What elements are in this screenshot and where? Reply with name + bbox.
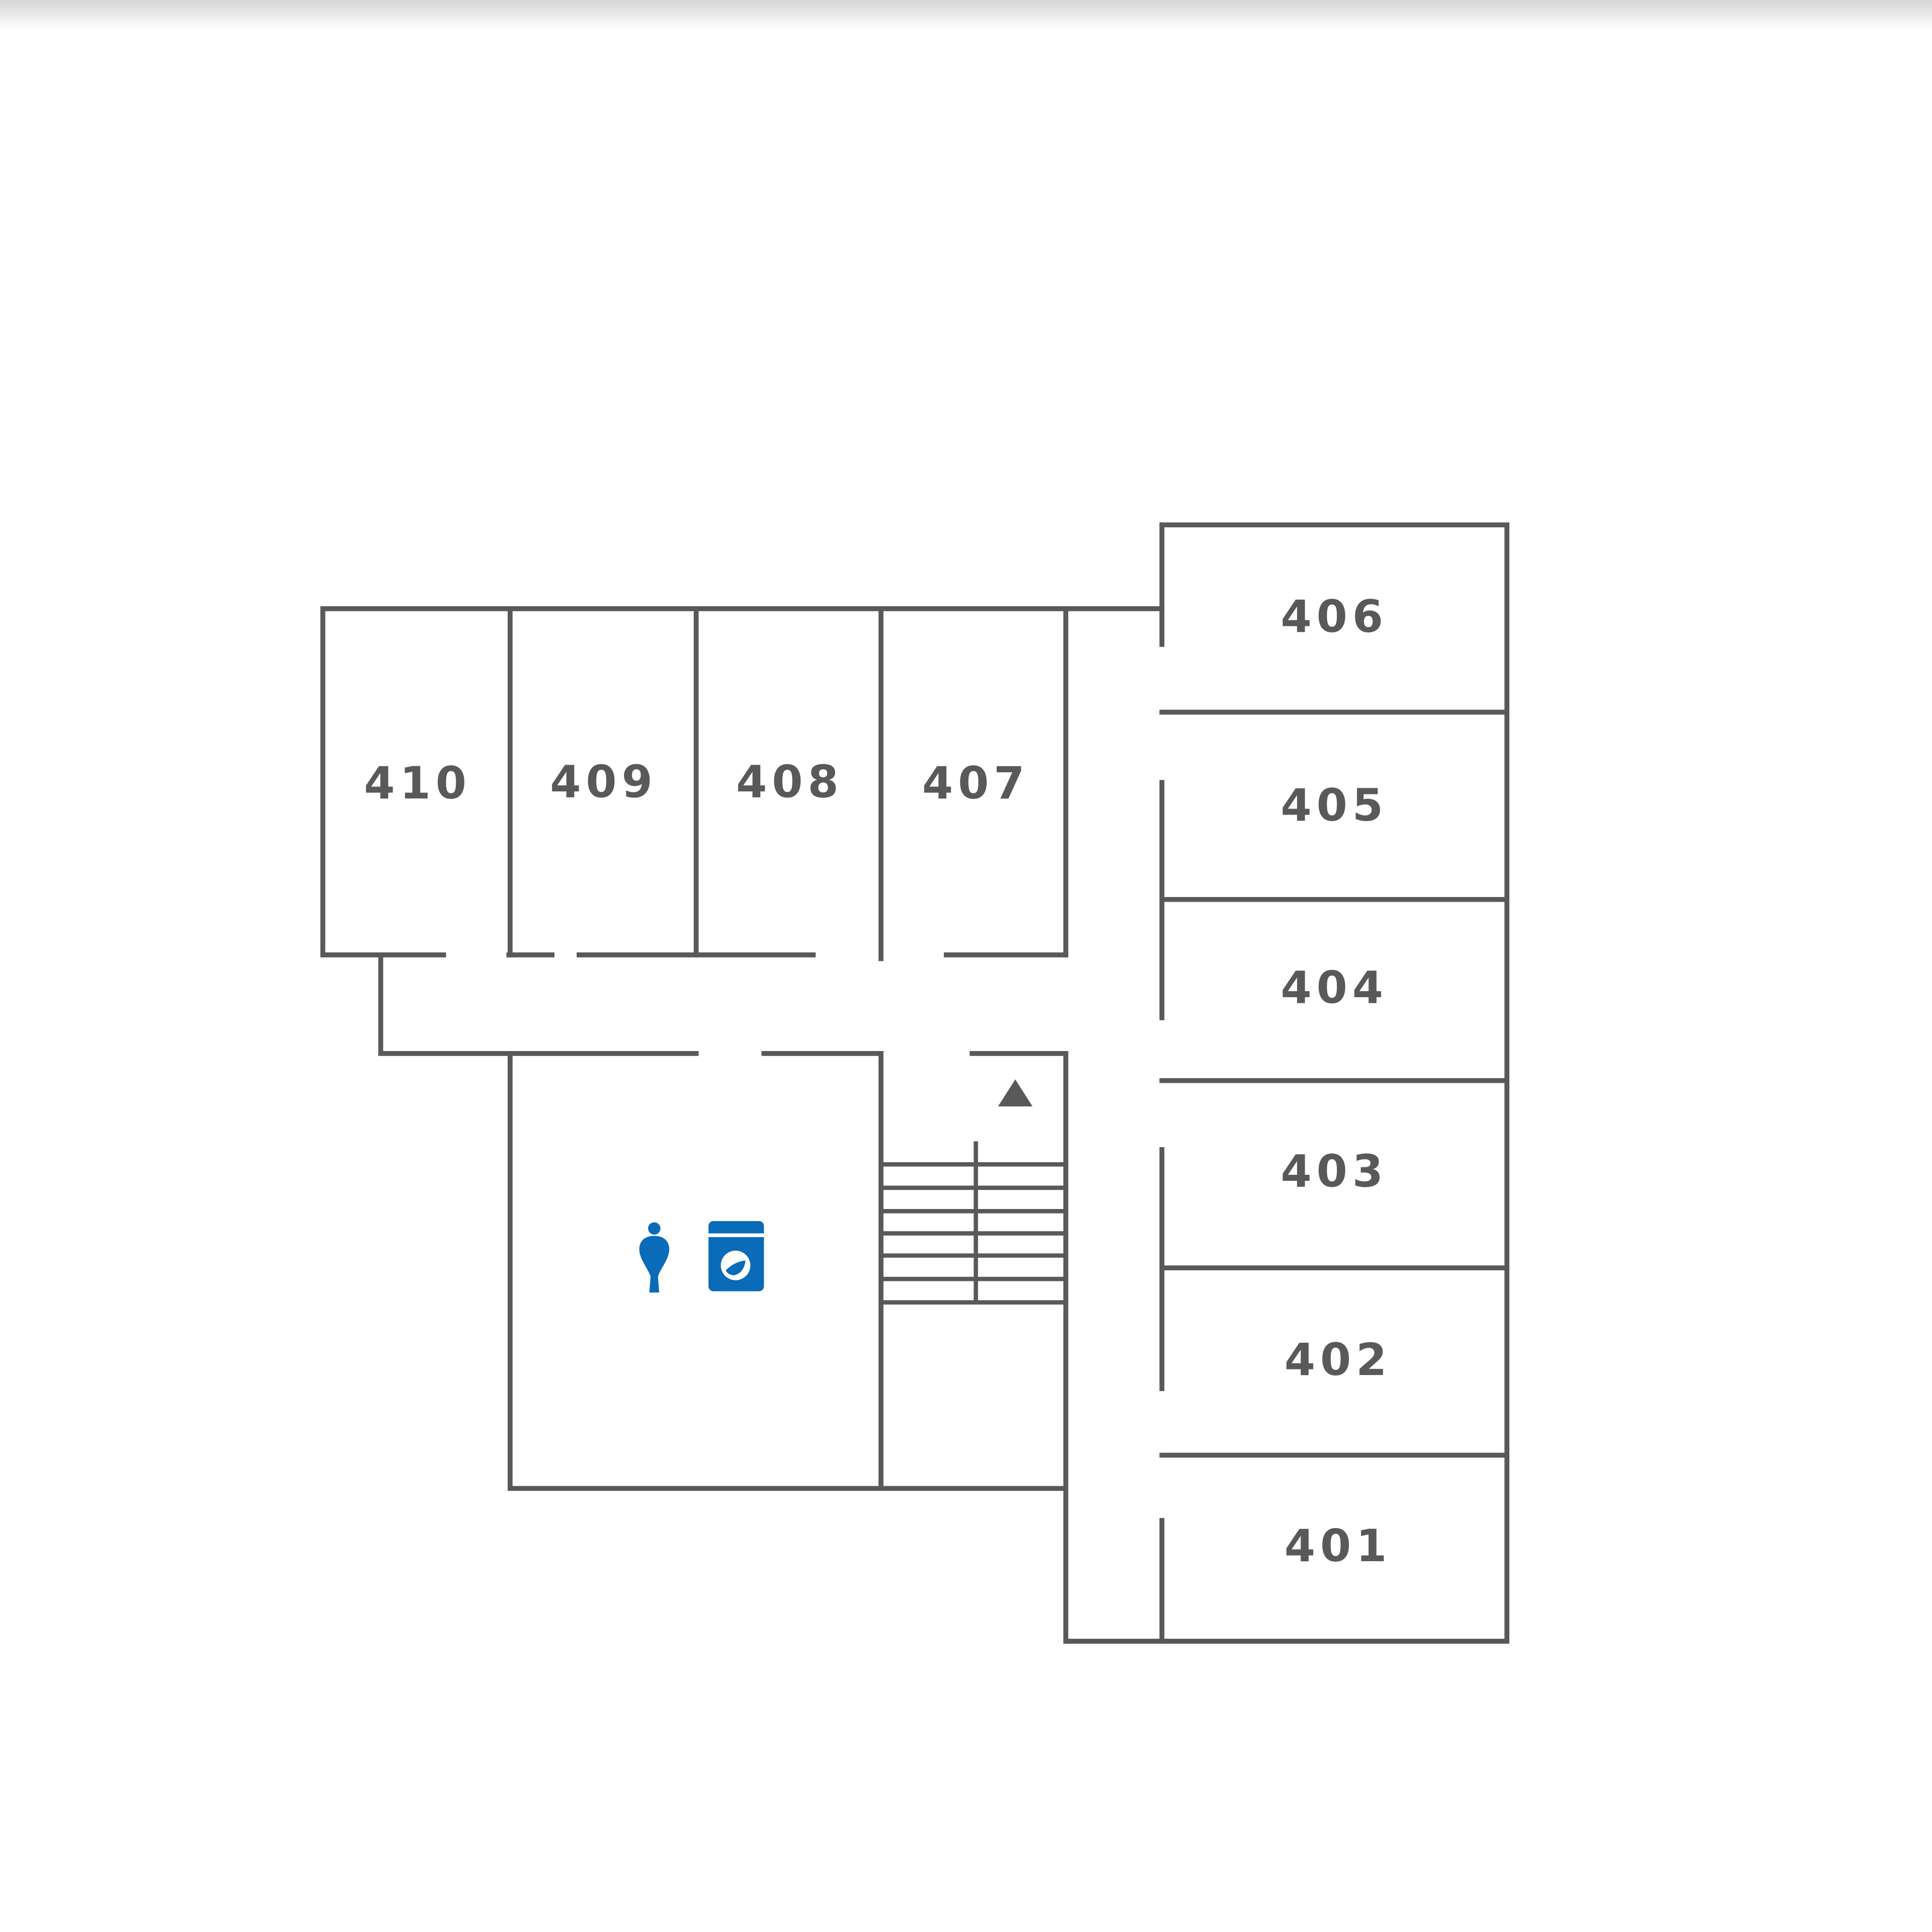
laundry-icon[interactable]: [708, 1221, 764, 1292]
room-404[interactable]: 404: [1281, 961, 1388, 1013]
room-408[interactable]: 408: [736, 756, 843, 808]
top-shadow: [0, 0, 1932, 30]
room-407[interactable]: 407: [922, 757, 1029, 809]
room-label: 407: [922, 757, 1029, 809]
room-410[interactable]: 410: [364, 757, 471, 809]
room-402[interactable]: 402: [1284, 1334, 1392, 1386]
room-405[interactable]: 405: [1281, 779, 1388, 831]
room-label: 406: [1281, 591, 1388, 642]
room-label: 404: [1281, 961, 1388, 1013]
room-406[interactable]: 406: [1281, 591, 1388, 642]
room-label: 402: [1284, 1334, 1392, 1386]
stairs: [881, 1141, 1065, 1305]
room-403[interactable]: 403: [1281, 1145, 1388, 1197]
room-label: 405: [1281, 779, 1388, 831]
room-401[interactable]: 401: [1284, 1520, 1392, 1572]
room-label: 408: [736, 756, 843, 808]
room-label: 409: [550, 756, 657, 808]
room-label: 401: [1284, 1520, 1392, 1572]
walls: [320, 522, 1509, 1644]
room-409[interactable]: 409: [550, 756, 657, 808]
stairs-up-icon: [998, 1079, 1033, 1107]
toilet-icon[interactable]: [639, 1222, 670, 1293]
room-label: 410: [364, 757, 471, 809]
room-label: 403: [1281, 1145, 1388, 1197]
